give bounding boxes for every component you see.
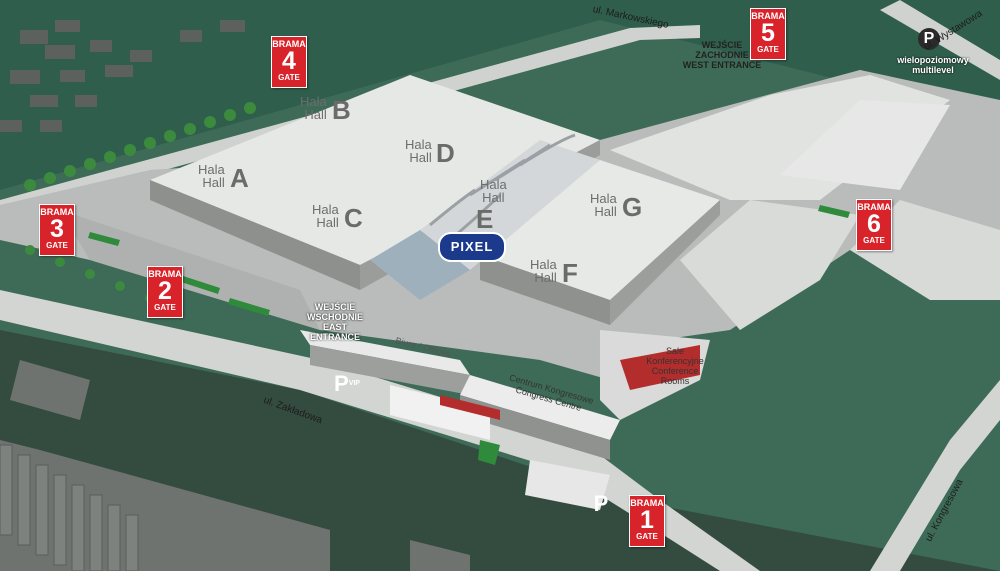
hall-a-label: Hala Hall: [198, 163, 225, 189]
gate-4-number: 4: [282, 47, 296, 75]
gate-2-number: 2: [158, 277, 172, 305]
disabled-parking-icon: P: [593, 491, 609, 516]
west-entrance-line2: ZACHODNIE: [695, 50, 749, 60]
hall-g-letter: G: [622, 192, 643, 222]
hall-d-line2: Hall: [409, 150, 432, 165]
hall-a-letter: A: [230, 163, 249, 193]
gate-6-bottom: GATE: [863, 236, 885, 245]
east-entrance-line4: ENTRANCE: [309, 332, 360, 342]
offices-building: [300, 330, 470, 375]
hall-a-line2: Hall: [202, 175, 225, 190]
gate-1-number: 1: [640, 506, 654, 534]
hall-e-letter: E: [476, 204, 494, 234]
hall-c-letter: C: [344, 203, 363, 233]
multilevel-parking-icon: P: [918, 28, 940, 50]
hall-d-letter: D: [436, 138, 455, 168]
hall-g-line1: Hala: [590, 191, 617, 206]
hall-f-line2: Hall: [534, 270, 557, 285]
multilevel-line2: multilevel: [912, 65, 954, 75]
hall-a-line1: Hala: [198, 162, 225, 177]
gate-4-bottom: GATE: [278, 73, 300, 82]
gate-2-top: BRAMA: [148, 269, 182, 279]
hall-e-line2: Hall: [482, 190, 505, 205]
west-entrance-line3: WEST ENTRANCE: [682, 60, 762, 70]
gate-3-number: 3: [50, 215, 64, 243]
vip-parking-symbol: P: [334, 371, 349, 396]
east-entrance-line1: WEJŚCIE: [314, 302, 356, 312]
road-zakladowa: [0, 290, 760, 571]
gate-1-top: BRAMA: [630, 498, 664, 508]
hall-f-line1: Hala: [530, 257, 557, 272]
gate-3[interactable]: BRAMA 3 GATE: [39, 204, 75, 256]
gate-2-bottom: GATE: [154, 303, 176, 312]
hall-e-label: Hala Hall: [480, 178, 507, 204]
congress-centre: [460, 375, 620, 440]
gate-5-bottom: GATE: [757, 45, 779, 54]
hall-g-line2: Hall: [594, 204, 617, 219]
pixel-logo: PIXEL: [438, 232, 506, 262]
halls-abcd-roof: [150, 75, 600, 265]
hall-g-label: Hala Hall: [590, 192, 617, 218]
west-entrance-line1: WEJŚCIE: [701, 40, 743, 50]
multilevel-parking-label: wielopoziomowy multilevel: [893, 55, 973, 75]
gate-6-top: BRAMA: [857, 202, 891, 212]
hall-e-line1: Hala: [480, 177, 507, 192]
hall-c-line1: Hala: [312, 202, 339, 217]
road-wystawowa: [880, 0, 1000, 80]
hall-b-label: Hala Hall: [300, 95, 327, 121]
vip-parking-label: VIP: [348, 380, 360, 387]
gate-4[interactable]: BRAMA 4 GATE: [271, 36, 307, 88]
west-entrance-label: WEJŚCIE ZACHODNIE WEST ENTRANCE: [672, 40, 772, 70]
conf-line1: Sale: [665, 346, 684, 356]
east-entrance-label: WEJŚCIE WSCHODNIE EAST ENTRANCE: [302, 302, 368, 342]
east-entrance-line3: EAST: [322, 322, 347, 332]
gate-6-number: 6: [867, 210, 881, 238]
hall-d-line1: Hala: [405, 137, 432, 152]
road-kongresowa: [870, 380, 1000, 571]
gate-3-bottom: GATE: [46, 241, 68, 250]
gate-5-top: BRAMA: [751, 11, 785, 21]
conference-rooms-label: Sale Konferencyjne Conference Rooms: [644, 346, 706, 386]
conf-line2: Konferencyjne: [646, 356, 704, 366]
hall-f-letter: F: [562, 258, 578, 288]
hall-b-letter: B: [332, 95, 351, 125]
conf-line3: Conference: [651, 366, 699, 376]
halls-fg-roof: [480, 160, 720, 300]
gate-5-number: 5: [761, 19, 775, 47]
multilevel-line1: wielopoziomowy: [897, 55, 969, 65]
hall-b-line1: Hala: [300, 94, 327, 109]
hall-c-label: Hala Hall: [312, 203, 339, 229]
hall-d-label: Hala Hall: [405, 138, 432, 164]
gate-3-top: BRAMA: [40, 207, 74, 217]
gate-1[interactable]: BRAMA 1 GATE: [629, 495, 665, 547]
hall-c-line2: Hall: [316, 215, 339, 230]
hall-f-label: Hala Hall: [530, 258, 557, 284]
east-entrance-line2: WSCHODNIE: [307, 312, 363, 322]
gate-2[interactable]: BRAMA 2 GATE: [147, 266, 183, 318]
hall-b-line2: Hall: [304, 107, 327, 122]
gate-5[interactable]: BRAMA 5 GATE: [750, 8, 786, 60]
gate-4-top: BRAMA: [272, 39, 306, 49]
conf-line4: Rooms: [660, 376, 690, 386]
gate-1-bottom: GATE: [636, 532, 658, 541]
gate-6[interactable]: BRAMA 6 GATE: [856, 199, 892, 251]
vip-parking-icon: PVIP: [333, 370, 361, 398]
